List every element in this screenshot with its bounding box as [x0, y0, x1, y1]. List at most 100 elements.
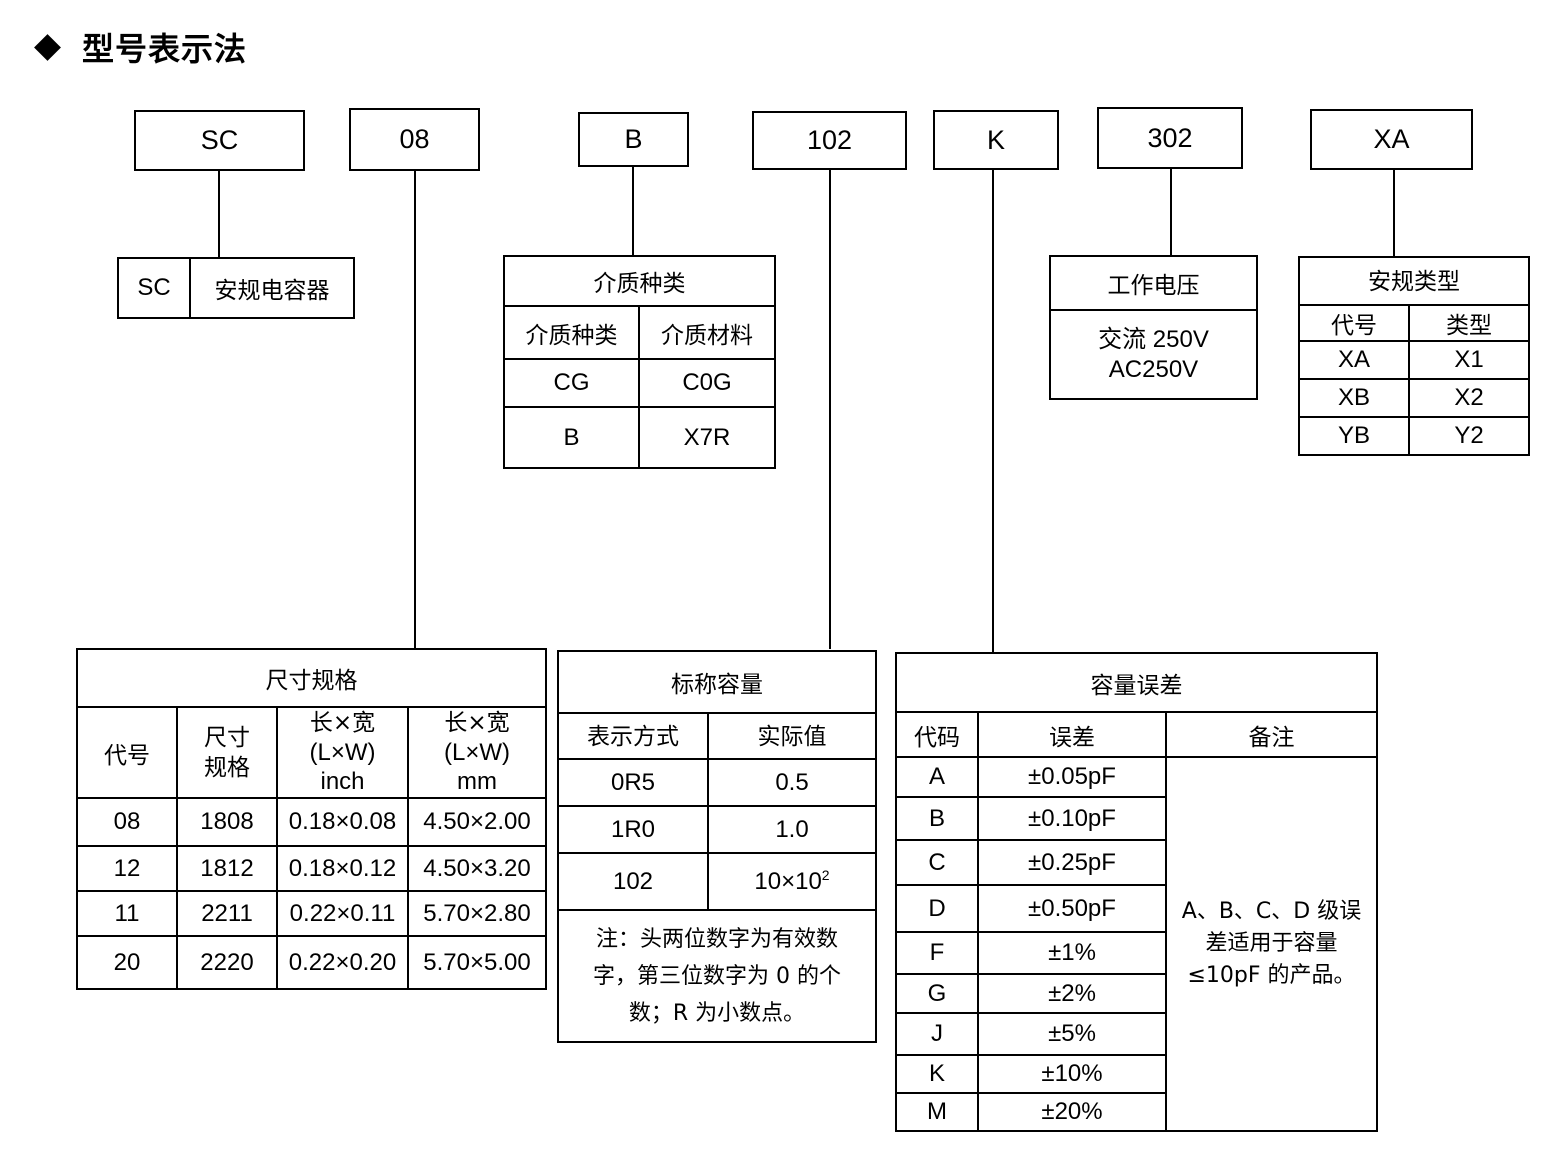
- tolerance-cell: ±0.10pF: [977, 796, 1167, 841]
- voltage-title: 工作电压: [1049, 255, 1258, 311]
- series-name: 安规电容器: [189, 257, 355, 319]
- safety-header-code: 代号: [1298, 304, 1410, 342]
- connector-dielectric: [632, 167, 634, 256]
- size-cell: 5.70×2.80: [407, 890, 547, 937]
- connector-voltage: [1170, 169, 1172, 256]
- code-box-safety: XA: [1310, 109, 1473, 170]
- table-row: CG C0G: [503, 358, 776, 408]
- size-header-mm-line: (L×W): [444, 739, 510, 766]
- table-row: YB Y2: [1298, 416, 1530, 456]
- dielectric-cell: CG: [503, 358, 640, 408]
- capacitance-title: 标称容量: [557, 650, 877, 714]
- table-row: 1R0 1.0: [557, 805, 877, 854]
- size-header-mm: 长×宽 (L×W) mm: [407, 706, 547, 799]
- dielectric-header-type: 介质种类: [503, 305, 640, 360]
- tolerance-cell: A: [895, 756, 979, 798]
- tolerance-cell: J: [895, 1012, 979, 1056]
- dielectric-header-material: 介质材料: [638, 305, 776, 360]
- table-row: F ±1%: [895, 931, 1377, 975]
- tolerance-cell: ±10%: [977, 1054, 1167, 1094]
- tolerance-cell: ±20%: [977, 1092, 1167, 1132]
- capacitance-cell: 1R0: [557, 805, 709, 854]
- size-cell: 12: [76, 845, 178, 892]
- connector-size: [414, 171, 416, 649]
- size-cell: 11: [76, 890, 178, 937]
- capacitance-cell: 0.5: [707, 758, 877, 807]
- tolerance-cell: F: [895, 931, 979, 975]
- table-row: XB X2: [1298, 378, 1530, 418]
- tolerance-cell: G: [895, 973, 979, 1014]
- tolerance-cell: ±1%: [977, 931, 1167, 975]
- safety-cell: X2: [1408, 378, 1530, 418]
- diamond-bullet-icon: [34, 33, 61, 61]
- table-row: 20 2220 0.22×0.20 5.70×5.00: [76, 935, 547, 990]
- safety-cell: XA: [1298, 340, 1410, 380]
- dielectric-cell: C0G: [638, 358, 776, 408]
- voltage-table: 工作电压 交流 250V AC250V: [1049, 255, 1258, 400]
- code-box-tolerance: K: [933, 110, 1059, 170]
- capacitance-cell: 1.0: [707, 805, 877, 854]
- dielectric-cell: X7R: [638, 406, 776, 469]
- size-cell: 08: [76, 797, 178, 847]
- heading-title: 型号表示法: [82, 30, 248, 68]
- safety-header-type: 类型: [1408, 304, 1530, 342]
- voltage-line-2: AC250V: [1108, 355, 1199, 383]
- tolerance-cell: K: [895, 1054, 979, 1094]
- table-row: 102 10×102: [557, 852, 877, 911]
- series-table: SC 安规电容器: [117, 257, 355, 319]
- table-row: 12 1812 0.18×0.12 4.50×3.20: [76, 845, 547, 892]
- connector-capacitance: [829, 170, 831, 649]
- tolerance-remark: A、B、C、D 级误差适用于容量≤10pF 的产品。: [1164, 756, 1379, 1132]
- capacitance-table: 标称容量 表示方式 实际值 0R5 0.5 1R0 1.0 102 10×102…: [557, 650, 877, 1043]
- dielectric-title: 介质种类: [503, 255, 776, 307]
- table-row: J ±5%: [895, 1012, 1377, 1056]
- dielectric-table: 介质种类 介质种类 介质材料 CG C0G B X7R: [503, 255, 776, 469]
- voltage-line-1: 交流 250V: [1098, 325, 1209, 353]
- capacitance-header-method: 表示方式: [557, 712, 709, 760]
- connector-tolerance: [992, 170, 994, 652]
- table-row: XA X1: [1298, 340, 1530, 380]
- size-cell: 1812: [176, 845, 278, 892]
- safety-cell: XB: [1298, 378, 1410, 418]
- capacitance-cell: 10×102: [707, 852, 877, 911]
- safety-cell: Y2: [1408, 416, 1530, 456]
- table-row: C ±0.25pF: [895, 839, 1377, 886]
- table-row: M ±20%: [895, 1092, 1377, 1132]
- tolerance-cell: M: [895, 1092, 979, 1132]
- size-cell: 0.18×0.12: [276, 845, 409, 892]
- code-box-series: SC: [134, 110, 305, 171]
- tolerance-header-error: 误差: [977, 711, 1167, 758]
- series-code: SC: [117, 257, 191, 319]
- tolerance-title: 容量误差: [894, 652, 1379, 713]
- size-cell: 0.18×0.08: [276, 797, 409, 847]
- tolerance-header-code: 代码: [895, 711, 979, 758]
- capacitance-exponent: 2: [821, 867, 830, 883]
- size-cell: 4.50×2.00: [407, 797, 547, 847]
- size-header-inch: 长×宽 (L×W) inch: [276, 706, 409, 799]
- capacitance-base: 10×10: [754, 868, 822, 895]
- size-cell: 0.22×0.11: [276, 890, 409, 937]
- table-row: 11 2211 0.22×0.11 5.70×2.80: [76, 890, 547, 937]
- table-row: B ±0.10pF: [895, 796, 1377, 841]
- table-row: B X7R: [503, 406, 776, 469]
- section-heading: 型号表示法: [34, 24, 247, 70]
- tolerance-header-remark: 备注: [1164, 711, 1379, 758]
- size-cell: 5.70×5.00: [407, 935, 547, 990]
- voltage-value: 交流 250V AC250V: [1049, 309, 1258, 400]
- table-row: G ±2%: [895, 973, 1377, 1014]
- tolerance-cell: ±0.25pF: [977, 839, 1167, 886]
- size-cell: 2211: [176, 890, 278, 937]
- size-header-spec: 尺寸 规格: [176, 706, 278, 799]
- code-box-capacitance: 102: [752, 111, 907, 170]
- code-box-voltage: 302: [1097, 107, 1243, 169]
- tolerance-cell: ±0.05pF: [977, 756, 1167, 798]
- size-title: 尺寸规格: [76, 648, 547, 708]
- tolerance-cell: ±0.50pF: [977, 884, 1167, 933]
- tolerance-cell: ±5%: [977, 1012, 1167, 1056]
- size-header-mm-line: 长×宽: [444, 710, 510, 736]
- size-header-code: 代号: [76, 706, 178, 799]
- size-header-mm-line: mm: [457, 768, 497, 795]
- dielectric-cell: B: [503, 406, 640, 469]
- size-header-inch-line: inch: [320, 768, 365, 795]
- capacitance-cell: 102: [557, 852, 709, 911]
